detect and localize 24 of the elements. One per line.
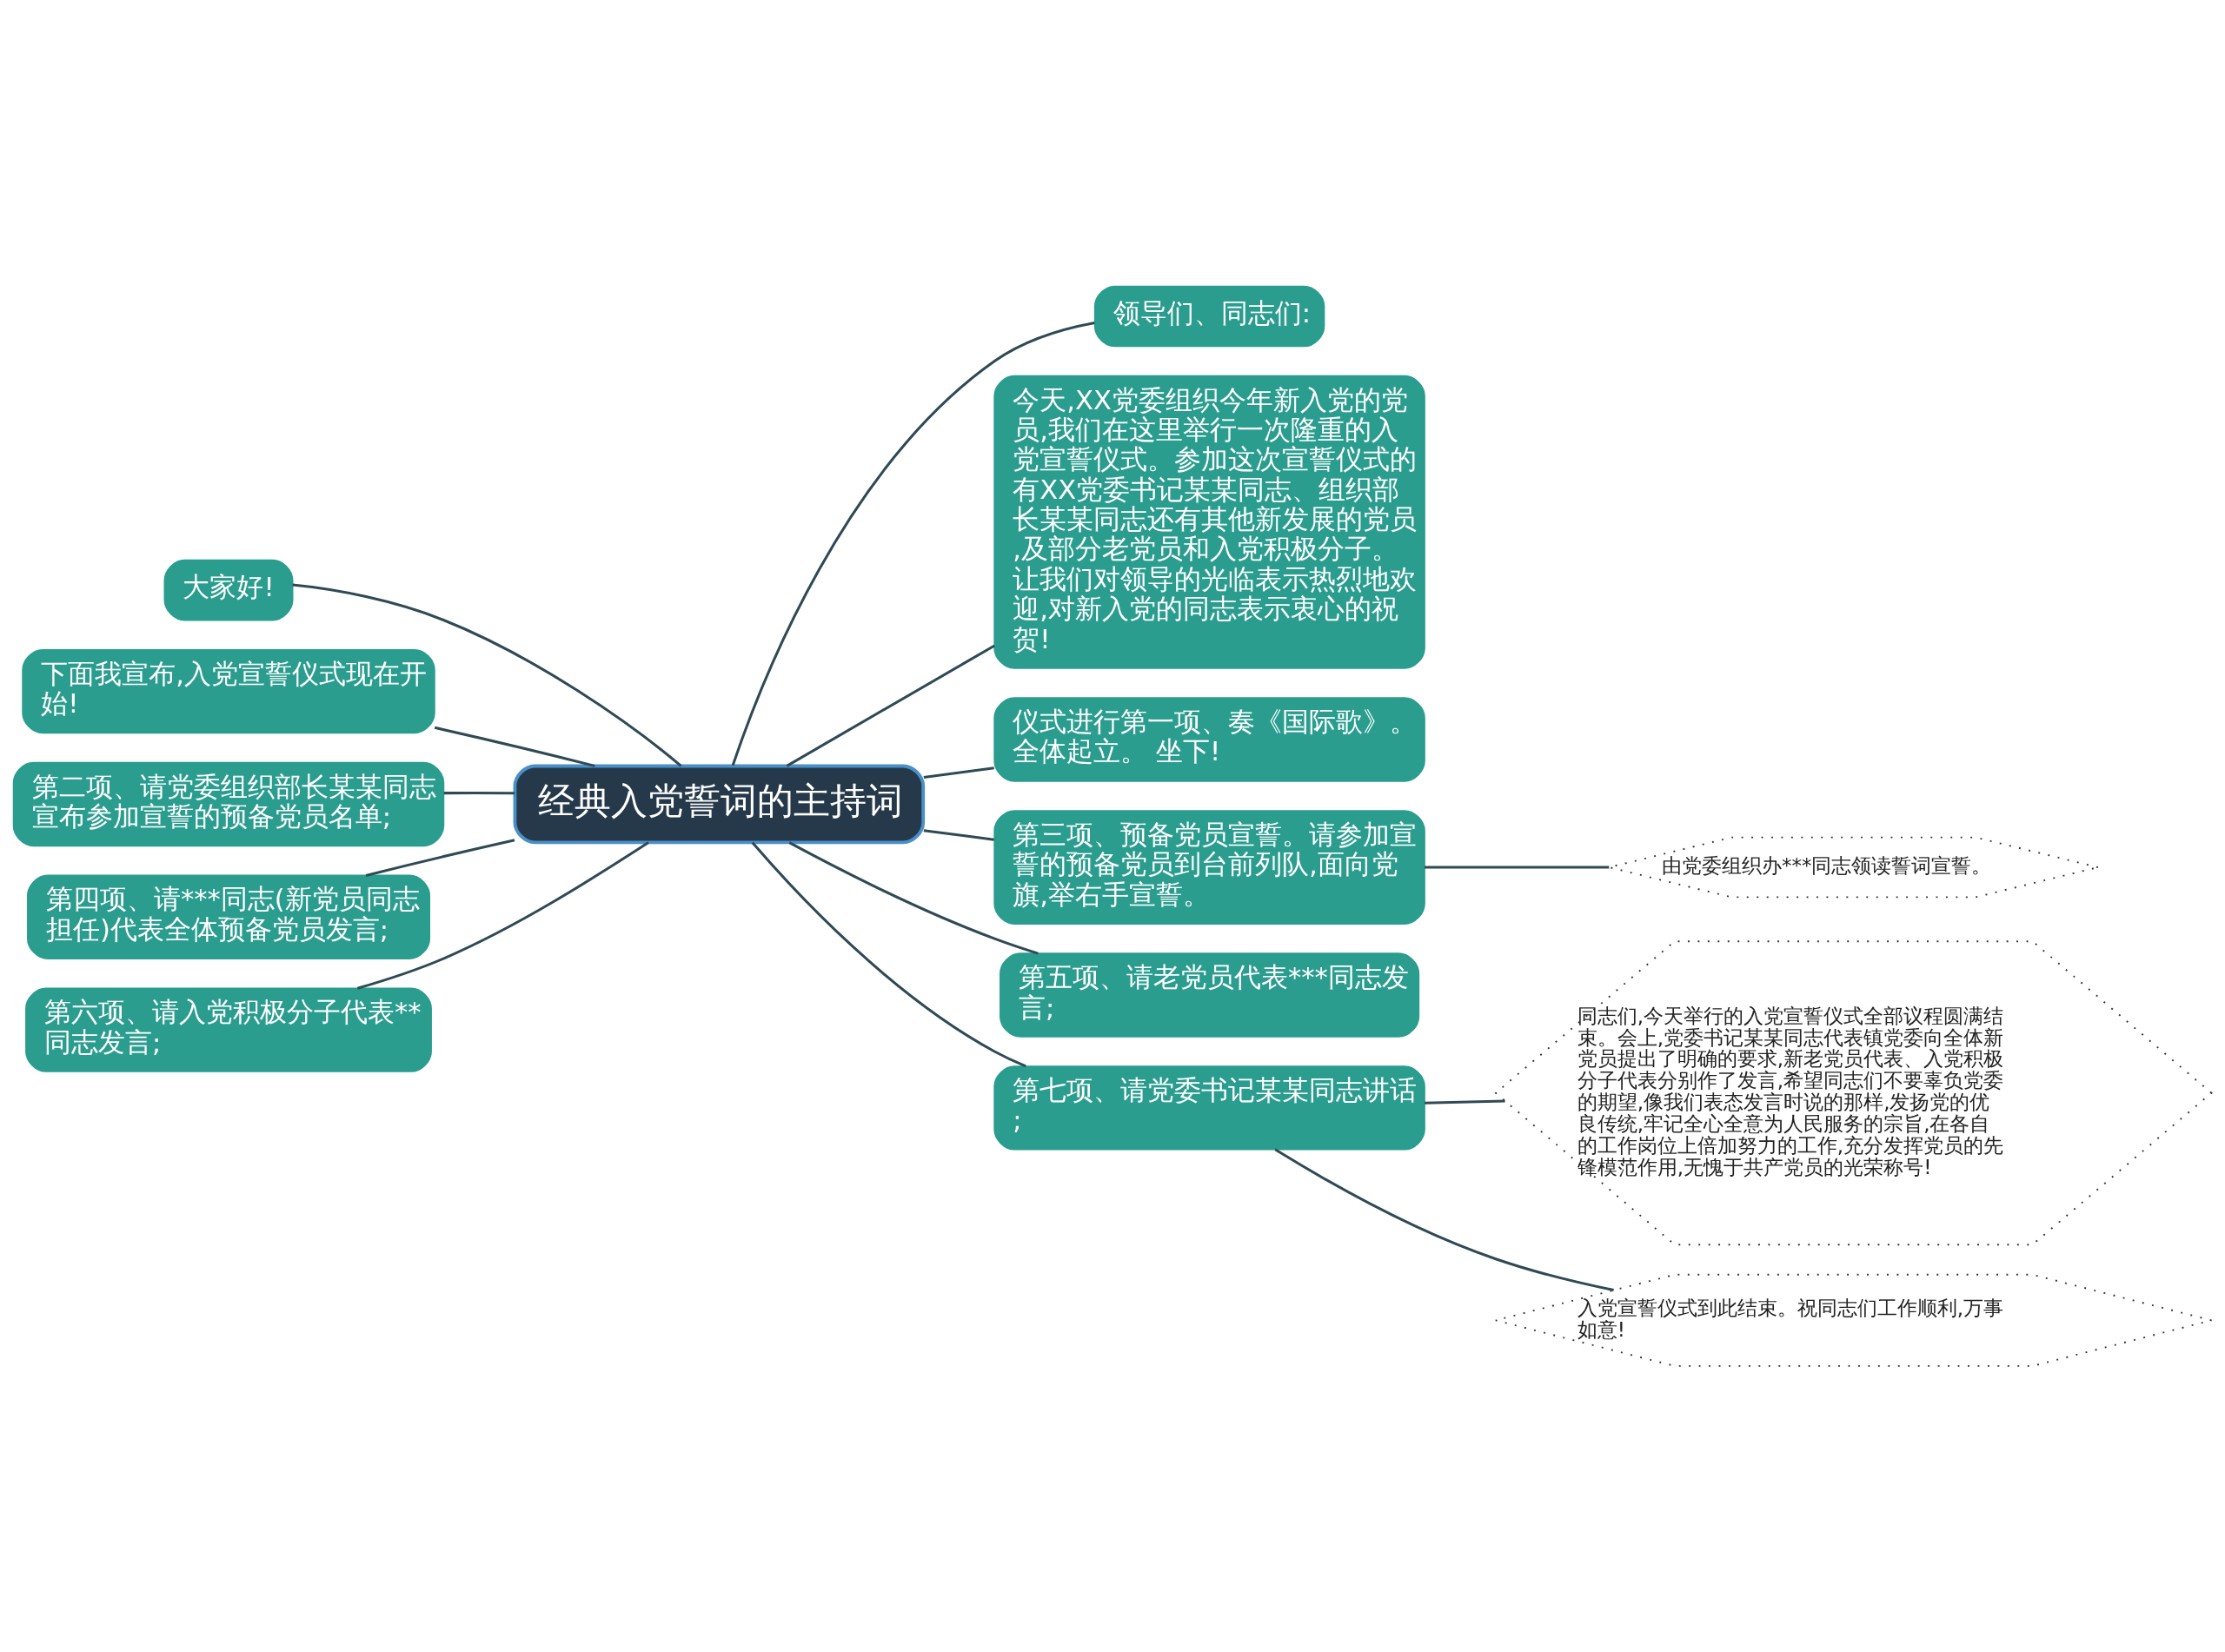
node-box: 第四项、请***同志(新党员同志担任)代表全体预备党员发言; — [27, 874, 431, 959]
connector — [751, 841, 1026, 1067]
node-box: 经典入党誓词的主持词 — [513, 764, 926, 844]
connector — [923, 828, 994, 841]
connector — [1274, 1147, 1614, 1291]
connector — [1424, 1099, 1505, 1105]
node-box: 领导们、同志们: — [1093, 285, 1325, 347]
connector — [434, 726, 595, 767]
node-box: 仪式进行第一项、奏《国际歌》。全体起立。 坐下! — [993, 696, 1425, 782]
connector — [443, 791, 515, 794]
node-box: 今天,XX党委组织今年新入党的党员,我们在这里举行一次隆重的入党宣誓仪式。参加这次宣誓仪式的有XX党委书记某某同志、组织部长某某同志还有其他新发展的党员,及部分老党员和入党积极分子。让我们对领导的光临表示热烈地欢迎,对新入党的同志表示衷心的祝贺! — [993, 375, 1425, 669]
connector — [1425, 866, 1610, 869]
node-box: 大家好! — [163, 559, 294, 620]
node-box: 第三项、预备党员宣誓。请参加宣誓的预备党员到台前列队,面向党旗,举右手宣誓。 — [993, 809, 1425, 925]
connector — [292, 583, 682, 767]
node-box: 下面我宣布,入党宣誓仪式现在开始! — [22, 648, 435, 733]
node-box: 第五项、请老党员代表***同志发言; — [1000, 952, 1420, 1038]
connector — [731, 321, 1095, 766]
connector — [923, 766, 994, 779]
node-box: 第七项、请党委书记某某同志讲话; — [993, 1065, 1425, 1151]
node-box: 第六项、请入党积极分子代表**同志发言; — [25, 986, 432, 1072]
node-box: 第二项、请党委组织部长某某同志宣布参加宣誓的预备党员名单; — [12, 761, 445, 846]
connector — [786, 644, 995, 767]
connector — [788, 840, 1039, 955]
